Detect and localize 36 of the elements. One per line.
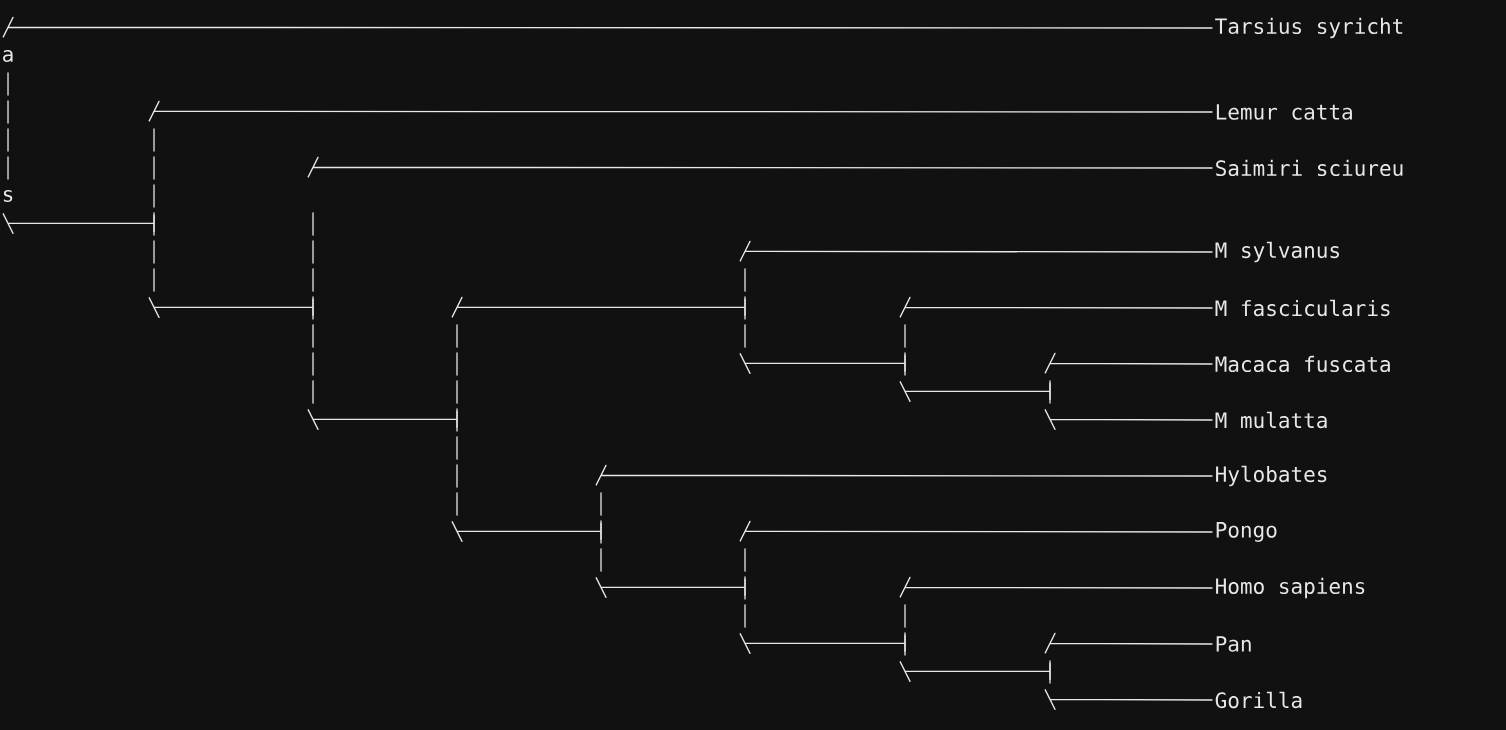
tree-branch bbox=[307, 156, 1213, 178]
tree-branch bbox=[739, 520, 1213, 542]
tree-branch bbox=[451, 520, 602, 542]
tree-branch bbox=[1044, 352, 1213, 374]
species-label: Hylobates bbox=[1216, 465, 1327, 487]
species-label: Homo sapiens bbox=[1216, 577, 1365, 599]
root-label: a bbox=[3, 49, 13, 63]
tree-branch bbox=[148, 100, 1213, 122]
tree-branch bbox=[451, 296, 746, 318]
tree-branch bbox=[2, 212, 155, 234]
species-label: Macaca fuscata bbox=[1215, 355, 1390, 373]
tree-branch bbox=[899, 660, 1051, 682]
species-label: Saimiri sciureu bbox=[1216, 159, 1403, 177]
tree-branch bbox=[2, 16, 1213, 38]
species-label: M mulatta bbox=[1215, 411, 1327, 429]
species-label: Pan bbox=[1216, 636, 1251, 652]
tree-branch bbox=[739, 352, 906, 374]
tree-branch bbox=[899, 296, 1213, 318]
tree-branch bbox=[1044, 632, 1213, 654]
tree-branch bbox=[307, 408, 458, 430]
species-label: Tarsius syricht bbox=[1215, 17, 1403, 39]
tree-branch bbox=[595, 464, 1213, 486]
tree-branch bbox=[899, 380, 1051, 402]
tree-branch bbox=[1044, 408, 1213, 430]
tree-branch bbox=[739, 240, 1213, 262]
species-label: Lemur catta bbox=[1216, 104, 1352, 120]
species-label: Pongo bbox=[1216, 522, 1277, 542]
tree-branch bbox=[899, 576, 1213, 598]
tree-branch bbox=[595, 576, 746, 598]
tree-branch bbox=[1044, 688, 1213, 710]
tree-branch bbox=[148, 296, 314, 318]
species-label: M fascicularis bbox=[1215, 299, 1390, 317]
tree-branch bbox=[739, 632, 906, 654]
species-label: Gorilla bbox=[1215, 691, 1302, 709]
root-label: s bbox=[3, 189, 13, 203]
species-label: M sylvanus bbox=[1215, 241, 1339, 263]
